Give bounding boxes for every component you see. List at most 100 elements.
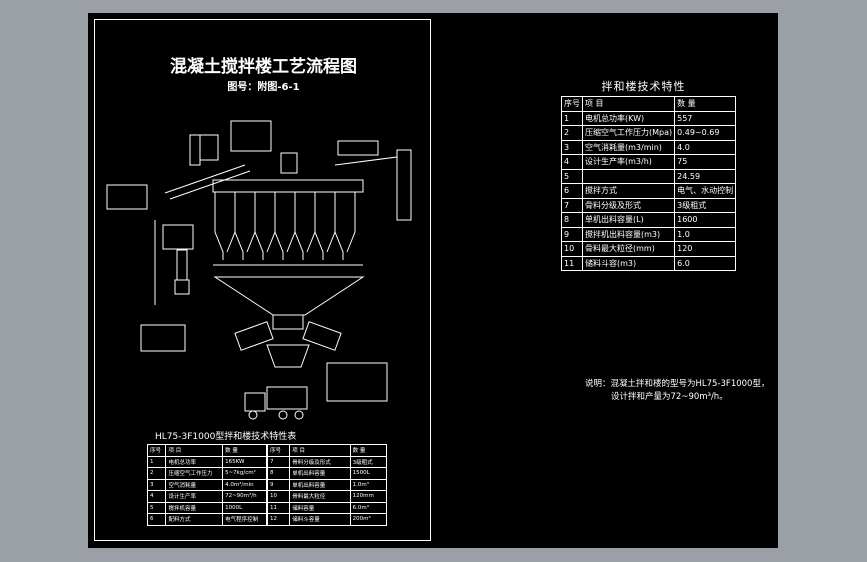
callout-box-1	[230, 120, 272, 152]
header-cell: 序号	[266, 444, 291, 457]
header-cell: 数 量	[349, 444, 388, 457]
header-cell: 序号	[146, 444, 167, 457]
table-cell: 10	[266, 490, 291, 503]
table-cell: 3级粗式	[674, 197, 737, 213]
table-cell: 10	[561, 241, 583, 257]
table-cell: 空气消耗量(m3/min)	[581, 139, 676, 155]
drawing-sheet: 混凝土搅拌楼工艺流程图 图号：附图-6-1	[88, 13, 778, 548]
storage-bins-top	[212, 179, 364, 193]
table-cell: 557	[674, 110, 737, 126]
table-cell: 0.49~0.69	[674, 125, 737, 141]
callout-box-4	[140, 324, 186, 352]
callout-box-2	[337, 140, 379, 156]
table-cell: 搅拌方式	[581, 183, 676, 199]
table-cell: 72~90m³/h	[222, 490, 267, 503]
drawing-number: 图号：附图-6-1	[227, 82, 300, 93]
table-cell: 4.0m³/min	[222, 478, 267, 491]
table-cell: 8	[266, 467, 291, 480]
distributor	[280, 152, 298, 174]
table-cell: 压缩空气工作压力(Mpa)	[581, 125, 676, 141]
table-cell: 2	[561, 125, 583, 141]
storage-bins	[214, 192, 356, 260]
table-cell: 4	[146, 490, 167, 503]
mixer-center	[272, 314, 304, 330]
table-cell: 7	[561, 197, 583, 213]
table-cell: 5~7kg/cm²	[222, 467, 267, 480]
table-cell: 9	[266, 478, 291, 491]
table-cell: 24.59	[674, 168, 737, 184]
table-cell: 1	[146, 455, 167, 468]
table-cell: 压缩空气工作压力	[165, 467, 224, 480]
table-cell: 75	[674, 154, 737, 170]
top-left-tower	[189, 134, 201, 166]
mixer-right	[302, 321, 342, 351]
table-cell: 1000L	[222, 501, 267, 514]
header-cell: 项 目	[581, 96, 676, 112]
collecting-funnel	[213, 276, 365, 316]
main-title: 混凝土搅拌楼工艺流程图	[170, 57, 357, 77]
table-cell: 5	[146, 501, 167, 514]
header-cell: 项 目	[165, 444, 224, 457]
table-cell: 单机出料容量	[289, 467, 351, 480]
table-cell: 6.0m³	[349, 501, 388, 514]
table-cell: 电机总功率	[165, 455, 224, 468]
table-cell: 储料斗容量	[289, 513, 351, 526]
bottom-table-title: HL75-3F1000型拌和楼技术特性表	[155, 432, 297, 442]
top-left-hopper	[199, 134, 219, 161]
table-cell: 空气消耗量	[165, 478, 224, 491]
table-cell: 储料容量	[289, 501, 351, 514]
note: 说明：混凝土拌和楼的型号为HL75-3F1000型， 设计拌和产量为72~90m…	[585, 378, 769, 404]
inclined-conveyor	[164, 164, 246, 194]
table-cell: 5	[561, 168, 583, 184]
table-cell: 3级粗式	[349, 455, 388, 468]
header-cell: 数 量	[674, 96, 737, 112]
table-cell: 1500L	[349, 467, 388, 480]
table-cell: 骨料最大粒径(mm)	[581, 241, 676, 257]
table-cell: 搅拌机出料容量(m3)	[581, 226, 676, 242]
table-cell: 单机出料容量(L)	[581, 212, 676, 228]
table-cell: 3	[146, 478, 167, 491]
table-cell: 12	[266, 513, 291, 526]
table-cell: 120	[674, 241, 737, 257]
table-cell: 165KW	[222, 455, 267, 468]
left-drawing-frame: 混凝土搅拌楼工艺流程图 图号：附图-6-1	[94, 19, 431, 541]
table-cell: 2	[146, 467, 167, 480]
note-line-1: 混凝土拌和楼的型号为HL75-3F1000型，	[610, 379, 770, 389]
table-cell: 1600	[674, 212, 737, 228]
table-cell: 8	[561, 212, 583, 228]
callout-box-3	[326, 362, 388, 402]
table-cell: 200m³	[349, 513, 388, 526]
header-cell: 序号	[561, 96, 583, 112]
table-cell: 设计生产率	[165, 490, 224, 503]
table-cell: 配料方式	[165, 513, 224, 526]
table-cell: 3	[561, 139, 583, 155]
right-tower	[396, 149, 412, 221]
table-cell: 骨料分级及形式	[581, 197, 676, 213]
mixer-left	[234, 321, 274, 351]
table-cell: 6	[561, 183, 583, 199]
table-cell: 120mm	[349, 490, 388, 503]
table-cell: 4.0	[674, 139, 737, 155]
table-cell: 电机总功率(KW)	[581, 110, 676, 126]
note-line-2: 设计拌和产量为72~90m³/h。	[611, 392, 728, 402]
note-label: 说明：	[585, 379, 611, 389]
